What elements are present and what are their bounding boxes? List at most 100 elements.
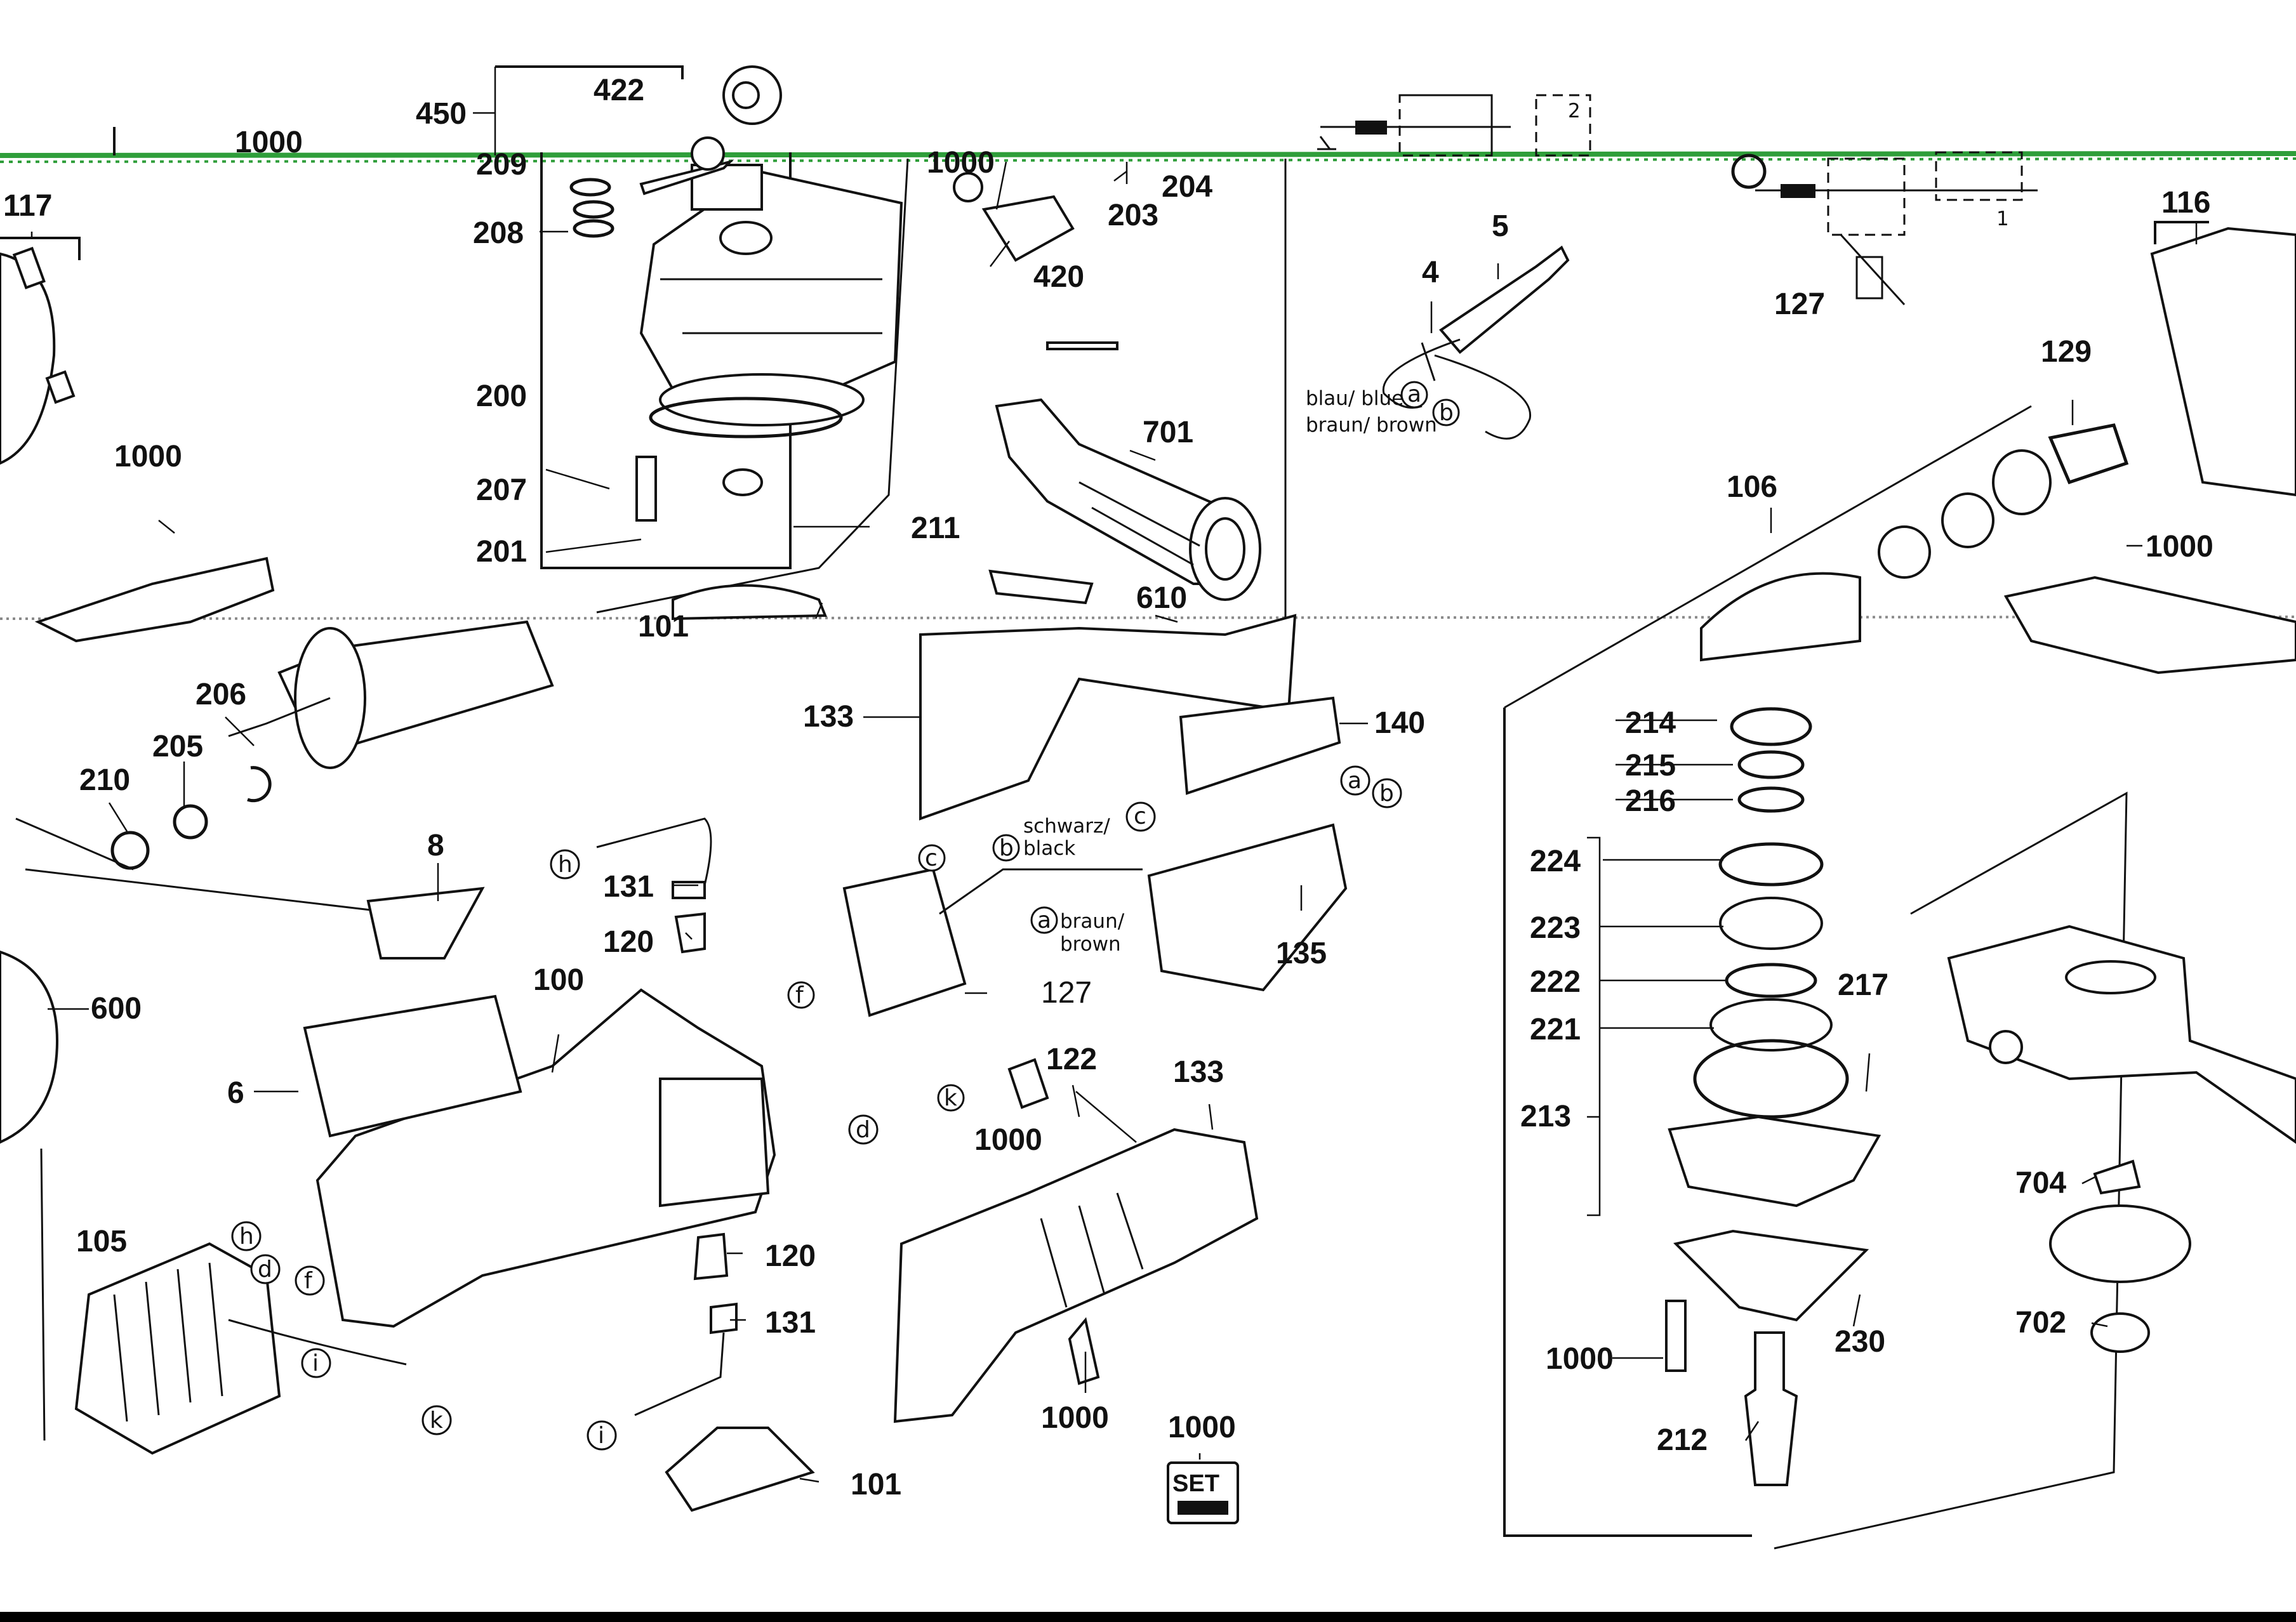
part-120-top: 120 (603, 925, 654, 959)
part-213: 213 (1520, 1100, 1571, 1133)
wire-label-blue: blau/ blue (1306, 387, 1403, 410)
letter-a-cord: a (1407, 381, 1421, 407)
part-1000-switch: 1000 (974, 1123, 1042, 1157)
part-214: 214 (1625, 706, 1676, 740)
letter-i-stator: i (312, 1350, 319, 1376)
letter-d-module: d (856, 1117, 870, 1143)
schematic-marks: 2 1 (1568, 100, 2009, 230)
letter-i-brush: i (598, 1423, 604, 1449)
power-cord (1382, 245, 1570, 440)
part-131-bot: 131 (765, 1306, 816, 1340)
part-223: 223 (1530, 911, 1581, 945)
wire-label-black-1: schwarz/ (1023, 815, 1110, 838)
part-106: 106 (1727, 470, 1777, 504)
part-205: 205 (152, 730, 203, 763)
part-6: 6 (227, 1076, 244, 1110)
letter-k-stator: k (430, 1408, 443, 1434)
part-122: 122 (1046, 1043, 1097, 1076)
part-1000-top: 1000 (235, 126, 303, 159)
part-1000-shaft: 1000 (1546, 1342, 1614, 1376)
letter-a-switch: a (1348, 768, 1362, 794)
guard-and-flanges (1947, 925, 2296, 1353)
part-101-top: 101 (638, 610, 689, 643)
part-422: 422 (594, 74, 644, 107)
motor-housing (303, 887, 776, 1328)
part-610: 610 (1136, 581, 1187, 615)
letter-d-stator: d (258, 1256, 272, 1282)
part-129: 129 (2041, 335, 2092, 369)
part-8: 8 (427, 829, 444, 862)
part-701: 701 (1143, 416, 1193, 449)
set-badge-label: SET (1172, 1470, 1219, 1497)
part-212: 212 (1657, 1423, 1708, 1457)
letter-c-switch: c (1134, 803, 1146, 829)
part-133-handle: 133 (1173, 1055, 1224, 1089)
right-gear-spindle-assembly (1665, 227, 2296, 1486)
wire-label-brown: braun/ brown (1306, 414, 1437, 437)
letter-b-cord: b (1439, 400, 1454, 426)
schematic-mark-2: 2 (1568, 100, 1581, 122)
part-704: 704 (2015, 1166, 2066, 1200)
part-1000-set: 1000 (1168, 1411, 1236, 1444)
letter-a-module: a (1037, 907, 1051, 933)
part-5: 5 (1492, 209, 1509, 243)
letter-b-module: b (999, 835, 1014, 861)
part-117: 117 (3, 189, 52, 223)
letter-h-stator: h (239, 1223, 254, 1249)
scan-artifact-lines (0, 151, 2296, 620)
field-coil-stator (74, 1242, 407, 1455)
gear-head-assembly (569, 65, 1075, 621)
left-armature-and-housing (0, 246, 554, 1144)
part-101-bot: 101 (851, 1468, 901, 1501)
part-210: 210 (79, 763, 130, 797)
part-207: 207 (476, 473, 527, 507)
part-135: 135 (1276, 937, 1327, 970)
part-100: 100 (533, 963, 584, 997)
wire-label-black-2: black (1023, 837, 1075, 860)
part-105: 105 (76, 1225, 127, 1258)
part-120-bot: 120 (765, 1239, 816, 1273)
part-140: 140 (1374, 706, 1425, 740)
part-201: 201 (476, 535, 527, 569)
part-131-top: 131 (603, 870, 654, 904)
part-230: 230 (1835, 1325, 1885, 1359)
wire-label-brown-2a: braun/ (1060, 910, 1125, 933)
letter-f-stator: f (304, 1268, 313, 1294)
part-1000-handle: 1000 (1041, 1401, 1109, 1435)
part-222: 222 (1530, 965, 1581, 999)
part-215: 215 (1625, 749, 1676, 782)
part-1000-right: 1000 (2146, 530, 2213, 564)
part-127-mid: 127 (1041, 976, 1092, 1010)
part-224: 224 (1530, 845, 1581, 878)
part-1000-left: 1000 (114, 440, 182, 473)
part-217: 217 (1838, 968, 1888, 1002)
part-labels: 1000 450 422 209 208 200 207 201 211 101… (3, 74, 2213, 1501)
connection-letters: a b a b c b c a f d k h h d f i k i (231, 381, 1460, 1451)
part-200: 200 (476, 379, 527, 413)
part-211: 211 (911, 511, 960, 545)
part-206: 206 (196, 678, 246, 711)
part-133-top: 133 (803, 700, 854, 734)
letter-f-module: f (795, 982, 804, 1008)
schematic-mark-1: 1 (1996, 208, 2009, 230)
part-208: 208 (473, 216, 524, 250)
part-450: 450 (416, 97, 467, 131)
part-203: 203 (1108, 199, 1158, 232)
part-420: 420 (1033, 260, 1084, 294)
part-116: 116 (2161, 186, 2210, 220)
set-badge: SET (1167, 1461, 1239, 1524)
letter-c-module: c (925, 845, 938, 871)
part-702: 702 (2015, 1306, 2066, 1340)
switch-and-housing (842, 614, 1348, 1017)
part-209: 209 (476, 148, 527, 181)
letter-k-module: k (944, 1085, 957, 1111)
part-4: 4 (1422, 256, 1439, 289)
wire-label-brown-2b: brown (1060, 933, 1121, 956)
part-216: 216 (1625, 784, 1676, 818)
rear-handle (893, 1128, 1259, 1423)
part-1000-mid: 1000 (927, 146, 995, 180)
leader-lines (30, 67, 2198, 1483)
wire-labels: blau/ blue braun/ brown schwarz/ black b… (1023, 387, 1437, 956)
part-127-top: 127 (1774, 287, 1825, 321)
